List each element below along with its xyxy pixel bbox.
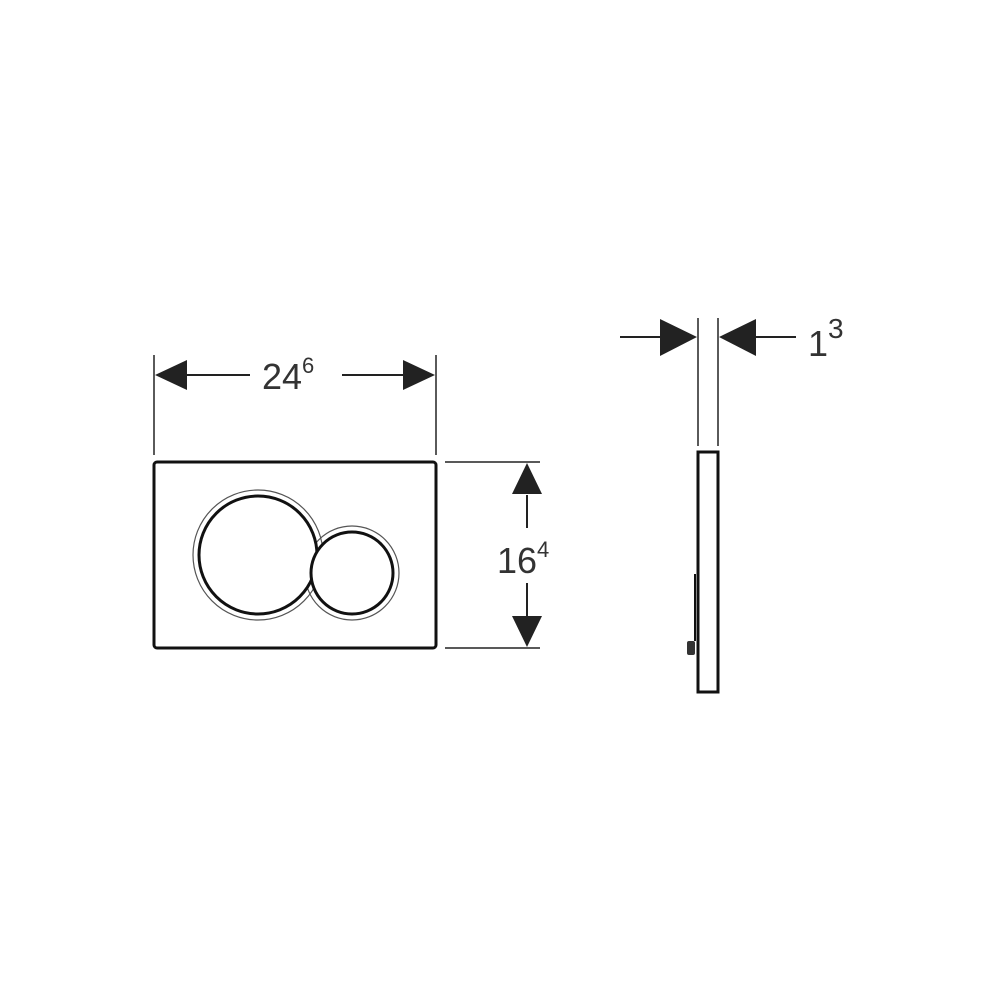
arrowhead-right <box>403 360 435 390</box>
height-dimension <box>445 461 542 649</box>
side-plate-outline <box>696 450 720 694</box>
arrowhead-left <box>155 360 187 390</box>
arrowhead-bottom <box>512 616 542 647</box>
width-label: 246 <box>262 353 314 397</box>
front-view <box>152 460 438 650</box>
depth-dimension <box>620 318 796 446</box>
width-dimension <box>153 355 437 455</box>
front-plate-outline <box>152 460 438 650</box>
large-flush-button <box>197 494 319 616</box>
side-nub <box>687 641 695 655</box>
small-flush-button <box>309 530 395 616</box>
depth-label: 13 <box>808 313 844 364</box>
side-view <box>687 450 720 694</box>
arrowhead-top <box>512 463 542 494</box>
arrowhead-left <box>660 319 697 356</box>
height-label: 164 <box>497 537 549 581</box>
arrowhead-right <box>719 319 756 356</box>
